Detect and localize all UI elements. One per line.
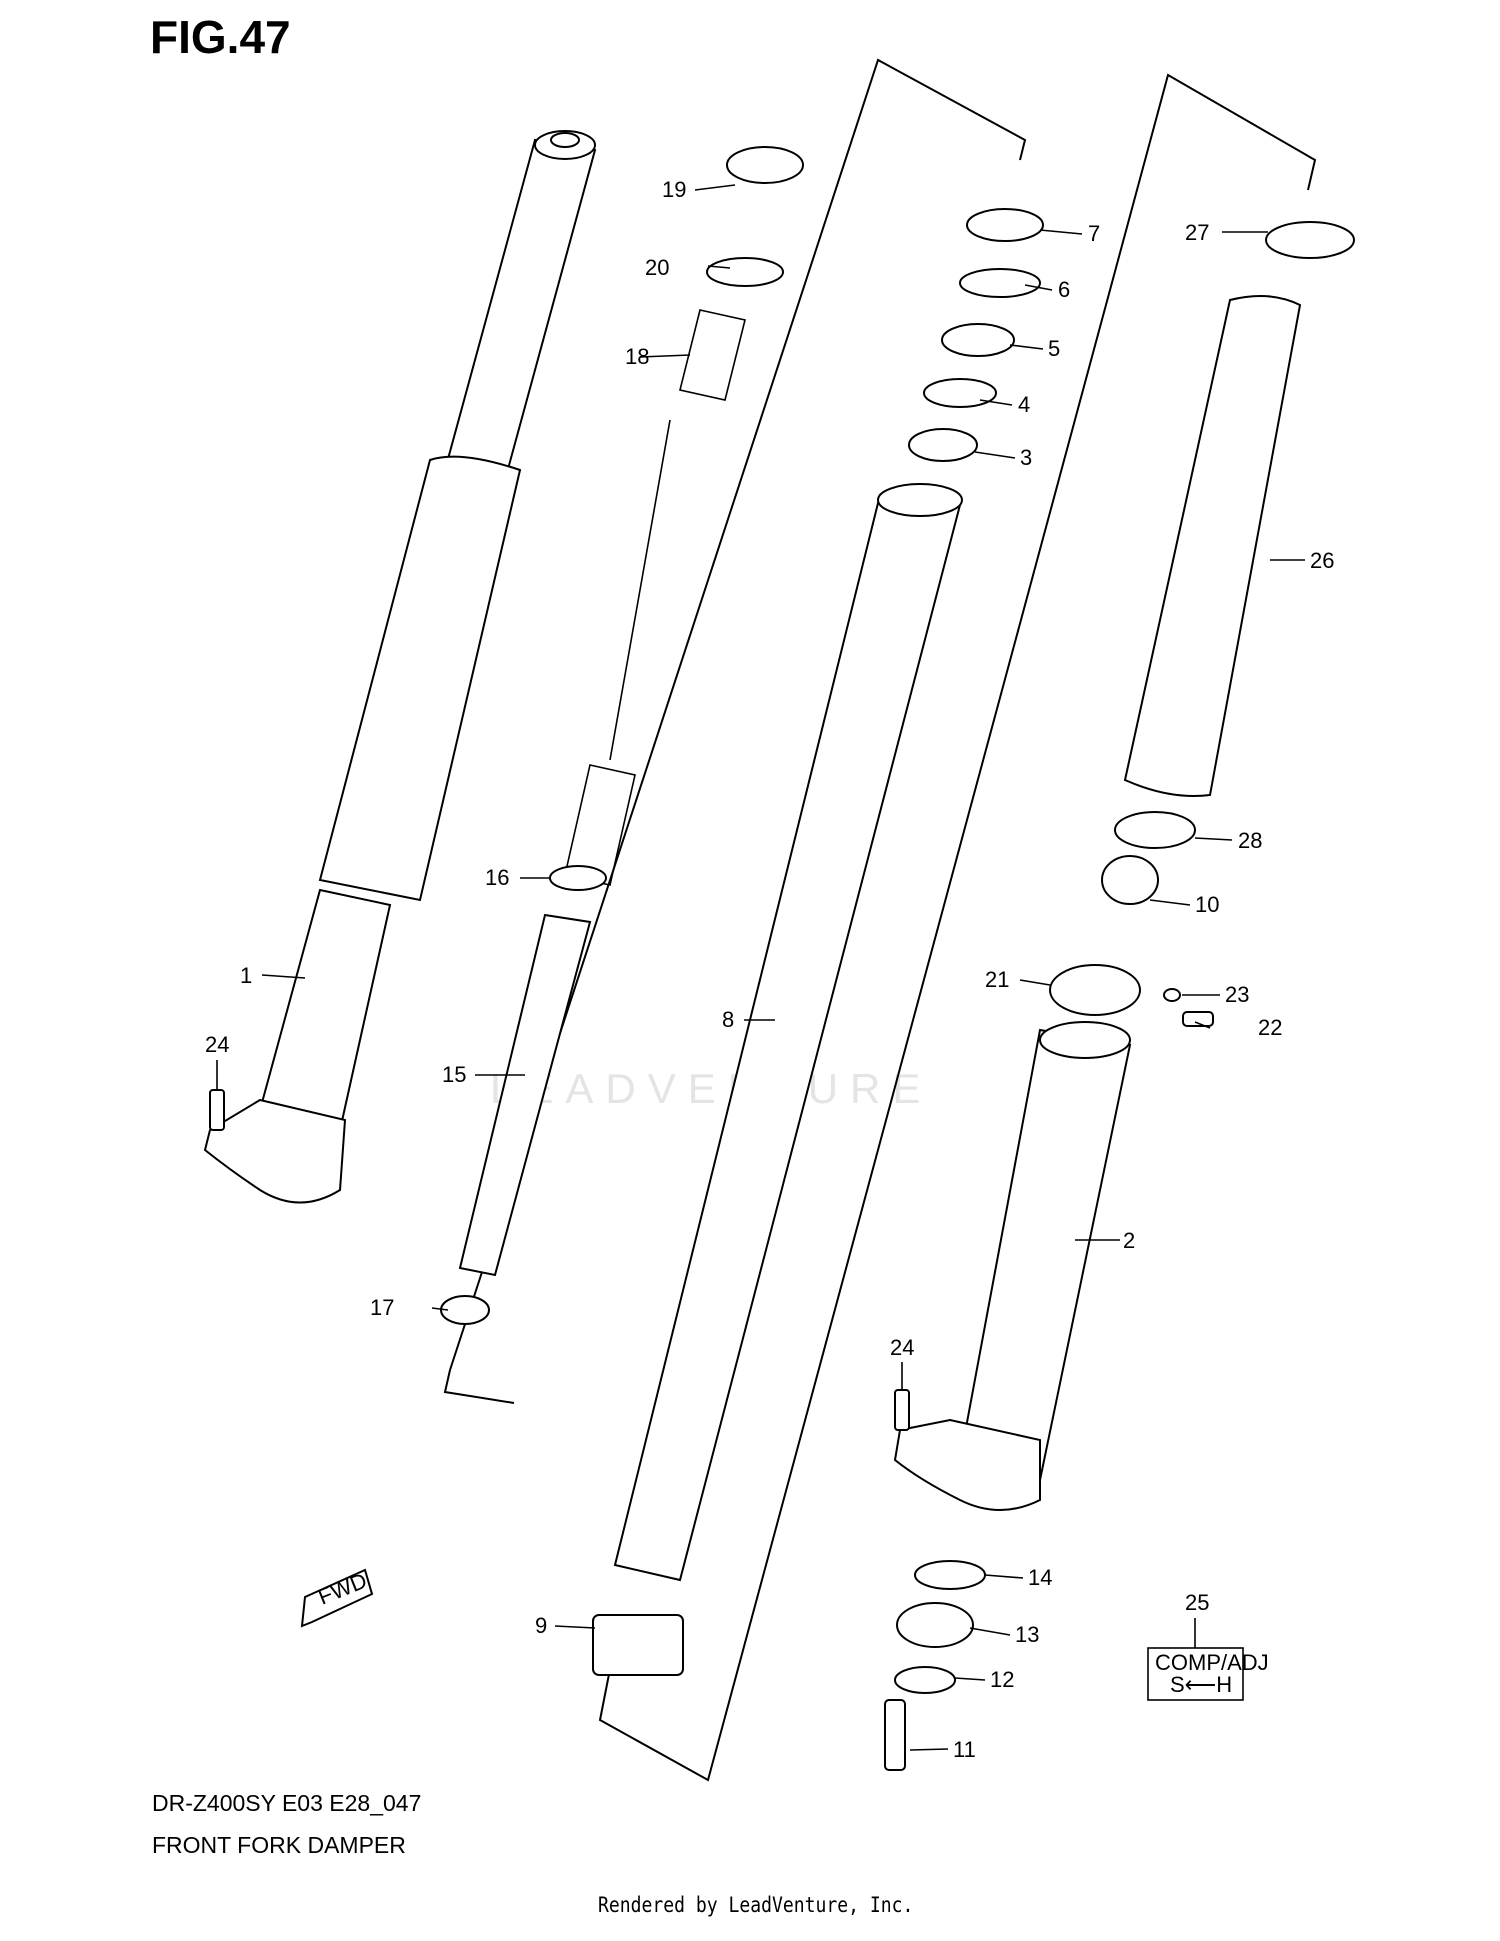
watermark-text: LEADVENTURE [490,1065,933,1112]
callout-20: 20 [645,255,669,280]
outer-tube-right [893,1021,1132,1511]
callout-23: 23 [1225,982,1249,1007]
callout-21: 21 [985,967,1009,992]
inner-tube [613,483,963,1582]
callout-8: 8 [722,1007,734,1032]
callout-24a: 24 [205,1032,229,1057]
figure-title: FIG.47 [150,11,291,63]
callout-25: 25 [1185,1590,1209,1615]
bushing-3 [908,428,978,462]
fork-assembly-left [203,130,597,1204]
washer-23 [1163,988,1181,1002]
clamp-21 [1049,964,1141,1016]
callout-15: 15 [442,1062,466,1087]
bolt-24b [894,1389,910,1431]
damper-rod [458,913,592,1277]
adjuster-label-box: COMP/ADJ S⟵H [1147,1647,1269,1701]
model-code: DR-Z400SY E03 E28_047 [152,1790,422,1816]
bolt-24a [209,1089,225,1131]
callout-6: 6 [1058,277,1070,302]
callout-9: 9 [535,1613,547,1638]
callout-11: 11 [953,1737,976,1762]
callout-17: 17 [370,1295,394,1320]
callout-2: 2 [1123,1228,1135,1253]
callout-18: 18 [625,344,649,369]
dust-boot [1123,295,1302,797]
clip-6 [959,268,1041,298]
callout-10: 10 [1195,892,1219,917]
callout-3: 3 [1020,445,1032,470]
bolt-11 [884,1699,906,1771]
callout-27: 27 [1185,220,1209,245]
collar-9 [592,1614,684,1676]
callout-1: 1 [240,963,252,988]
spring-17 [440,1295,490,1325]
callout-19: 19 [662,177,686,202]
bushing-10 [1101,855,1159,905]
callout-4: 4 [1018,392,1030,417]
callout-7: 7 [1088,221,1100,246]
callout-28: 28 [1238,828,1262,853]
spring [564,309,746,886]
ring-16 [549,865,607,891]
figure-description: FRONT FORK DAMPER [152,1832,406,1858]
callout-16: 16 [485,865,509,890]
cap-19 [726,146,804,184]
fwd-arrow: FWD [300,1568,374,1628]
callout-12: 12 [990,1667,1014,1692]
leader-lines [216,184,1305,1751]
callout-13: 13 [1015,1622,1039,1647]
ring-12 [894,1666,956,1694]
ring-28 [1114,811,1196,849]
callout-14: 14 [1028,1565,1052,1590]
washer-4 [923,378,997,408]
bracket-frame-inner-tube [598,73,1317,1782]
cap-13 [896,1602,974,1648]
adjuster-line2: S⟵H [1170,1672,1232,1697]
bracket-frame-damper [443,1369,515,1404]
bolt-22 [1182,1011,1214,1027]
ring-14 [914,1560,986,1590]
callout-24b: 24 [890,1335,914,1360]
seal-5 [941,323,1015,357]
callout-26: 26 [1310,548,1334,573]
ring-20 [706,257,784,287]
ring-7 [966,208,1044,242]
bracket-frame-damper-left [449,58,1027,1371]
rendered-by-credit: Rendered by LeadVenture, Inc. [598,1893,914,1917]
callout-5: 5 [1048,336,1060,361]
clamp-27 [1265,221,1355,259]
adjuster-line1: COMP/ADJ [1155,1650,1269,1675]
callout-22: 22 [1258,1015,1282,1040]
